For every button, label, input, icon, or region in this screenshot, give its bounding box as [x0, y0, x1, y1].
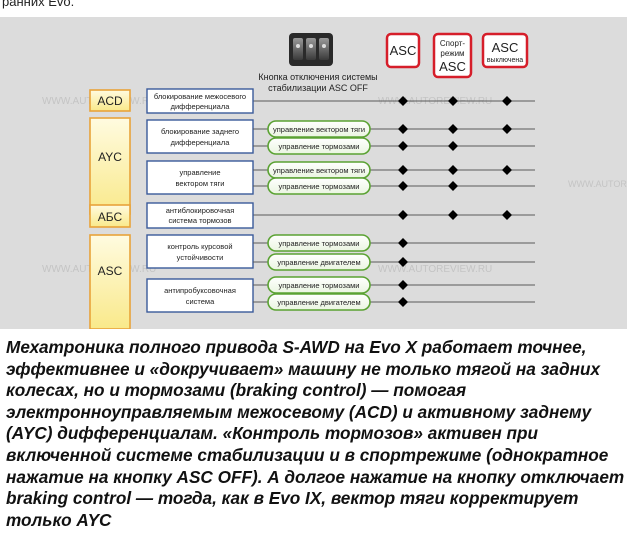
button-caption-line1: Кнопка отключения системы [258, 72, 377, 82]
active-marker-diamond [502, 165, 512, 175]
system-box-acd: ACD [89, 89, 131, 112]
control-pill-engine: управление двигателем [267, 293, 371, 311]
mode-matrix-markers [398, 96, 512, 307]
control-pill-torque-vectoring: управление вектором тяги [267, 161, 371, 179]
active-marker-diamond [448, 141, 458, 151]
mode-asc-off: ASC выключена [481, 32, 529, 69]
svg-text:ASC: ASC [98, 264, 123, 278]
mode-asc-on: ASC [385, 32, 421, 69]
active-marker-diamond [448, 210, 458, 220]
svg-text:управление вектором тяги: управление вектором тяги [273, 125, 365, 134]
asc-off-button-image [289, 33, 333, 66]
svg-text:ASC: ASC [439, 59, 466, 74]
active-marker-diamond [502, 210, 512, 220]
svg-text:дифференциала: дифференциала [171, 138, 231, 147]
button-caption-line2: стабилизации ASC OFF [268, 83, 368, 93]
svg-text:управление тормозами: управление тормозами [279, 142, 360, 151]
active-marker-diamond [398, 210, 408, 220]
active-marker-diamond [502, 96, 512, 106]
mode-asc-sport: Спорт- режим ASC [432, 32, 473, 79]
active-marker-diamond [398, 96, 408, 106]
active-marker-diamond [398, 238, 408, 248]
control-pill-braking: управление тормозами [267, 137, 371, 155]
active-marker-diamond [448, 96, 458, 106]
svg-text:система: система [186, 297, 215, 306]
svg-text:AYC: AYC [98, 150, 122, 164]
control-pill-torque-vectoring: управление вектором тяги [267, 120, 371, 138]
svg-text:устойчивости: устойчивости [177, 253, 224, 262]
system-box-abs: АБС [89, 204, 131, 228]
svg-text:блокирование межосевого: блокирование межосевого [154, 92, 246, 101]
active-marker-diamond [398, 181, 408, 191]
active-marker-diamond [398, 280, 408, 290]
control-pill-braking: управление тормозами [267, 276, 371, 294]
function-box-traction-control: антипробуксовочная система [146, 278, 254, 313]
active-marker-diamond [448, 124, 458, 134]
active-marker-diamond [398, 297, 408, 307]
caption-text: Мехатроника полного привода S-AWD на Evo… [6, 337, 625, 530]
svg-text:ACD: ACD [97, 94, 123, 108]
active-marker-diamond [398, 124, 408, 134]
control-pill-engine: управление двигателем [267, 253, 371, 271]
svg-text:Спорт-: Спорт- [440, 39, 465, 48]
svg-text:АБС: АБС [98, 210, 123, 224]
svg-text:управление тормозами: управление тормозами [279, 182, 360, 191]
svg-text:антиблокировочная: антиблокировочная [166, 206, 235, 215]
active-marker-diamond [448, 165, 458, 175]
function-box-abs: антиблокировочная система тормозов [146, 202, 254, 229]
svg-text:контроль курсовой: контроль курсовой [167, 242, 232, 251]
s-awd-diagram: WWW.AUTOREVIEW.RU WWW.AUTOREVIEW.RU WWW.… [0, 17, 627, 329]
svg-text:блокирование заднего: блокирование заднего [161, 127, 239, 136]
svg-text:система тормозов: система тормозов [168, 216, 231, 225]
control-pill-braking: управление тормозами [267, 177, 371, 195]
svg-text:выключена: выключена [487, 57, 523, 64]
function-box-torque-vectoring: управление вектором тяги [146, 160, 254, 195]
svg-text:управление вектором тяги: управление вектором тяги [273, 166, 365, 175]
svg-text:ASC: ASC [390, 43, 417, 58]
page-header-fragment: ранних Evo. [2, 0, 75, 9]
svg-text:дифференциала: дифференциала [171, 102, 231, 111]
active-marker-diamond [398, 257, 408, 267]
svg-text:режим: режим [440, 49, 464, 58]
svg-text:управление двигателем: управление двигателем [277, 258, 360, 267]
watermark: WWW.AUTOREVIEW.RU [378, 264, 492, 275]
svg-text:ASC: ASC [492, 40, 519, 55]
active-marker-diamond [502, 124, 512, 134]
active-marker-diamond [448, 181, 458, 191]
control-pill-braking: управление тормозами [267, 234, 371, 252]
function-box-stability-control: контроль курсовой устойчивости [146, 234, 254, 269]
function-box-center-diff: блокирование межосевого дифференциала [146, 88, 254, 114]
svg-text:антипробуксовочная: антипробуксовочная [164, 286, 236, 295]
photo-caption: Мехатроника полного привода S-AWD на Evo… [0, 330, 635, 547]
svg-text:управление тормозами: управление тормозами [279, 281, 360, 290]
system-box-ayc: AYC [89, 117, 131, 215]
system-box-asc: ASC [89, 234, 131, 329]
active-marker-diamond [398, 165, 408, 175]
svg-text:управление: управление [179, 168, 220, 177]
active-marker-diamond [398, 141, 408, 151]
function-box-rear-diff: блокирование заднего дифференциала [146, 119, 254, 154]
svg-text:вектором тяги: вектором тяги [176, 179, 225, 188]
svg-text:управление двигателем: управление двигателем [277, 298, 360, 307]
watermark: WWW.AUTOREVIEW.RU [568, 179, 627, 189]
svg-text:управление тормозами: управление тормозами [279, 239, 360, 248]
